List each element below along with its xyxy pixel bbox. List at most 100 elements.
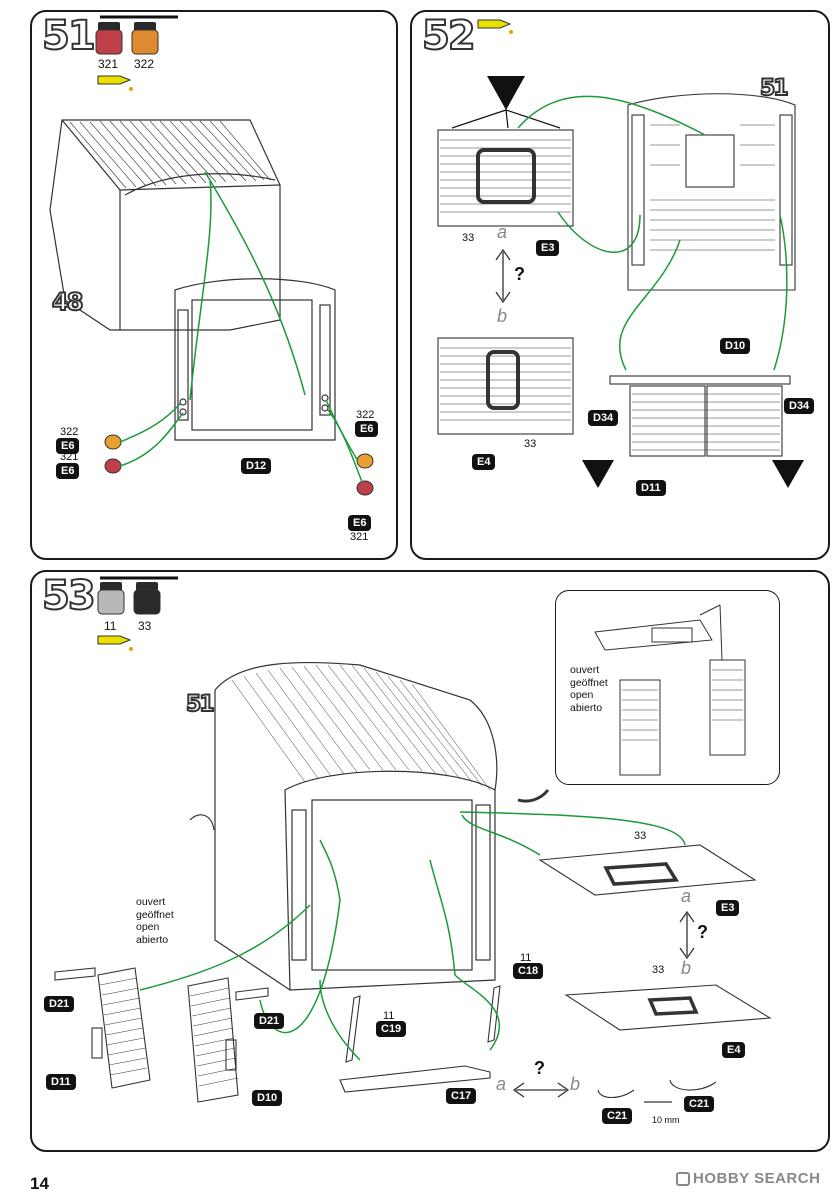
paint-label-321: 321 [98,57,119,71]
option-a-label: a [497,222,508,242]
rear-frame-51-drawing [627,93,796,291]
brand-logo-icon [676,1172,690,1186]
part-tag-c17: C17 [446,1088,477,1104]
part-tag-c21: C21 [684,1096,715,1112]
option-a-label: a [681,886,692,906]
part-tag-e4: E4 [472,454,496,470]
step-52-number: 52 [421,13,477,59]
note-line: abierto [136,933,169,946]
truck-rear-drawing [189,661,498,991]
d12-frame-drawing [174,278,336,441]
e4-roof-panel-drawing [564,984,772,1031]
ref-step-51: 51 [759,76,790,101]
part-tag-c19: C19 [376,1021,407,1037]
ref-step-48: 48 [51,288,84,316]
note-line: abierto [570,701,603,714]
part-tag-e6: E6 [56,438,80,454]
d10-d11-doors-drawing [609,375,791,457]
part-tag-d21: D21 [254,1013,285,1029]
paint-label-322-right: 322 [356,409,375,421]
paint-label-322-left: 322 [60,426,79,438]
part-tag-e6: E6 [348,515,372,531]
paint-label-c18: 11 [520,952,532,964]
part-tag-d12: D12 [241,458,272,474]
part-33-label: 33 [634,830,647,842]
e3-roof-panel-drawing [538,844,757,896]
paint-label-322: 322 [134,57,155,71]
c-parts-drawing [339,985,717,1099]
part-33-label: 33 [462,232,475,244]
note-line: geöffnet [136,908,174,921]
note-line: geöffnet [570,676,608,689]
part-tag-e3: E3 [716,900,740,916]
step-53-number: 53 [41,573,97,619]
note-line: ouvert [570,664,600,676]
paint-label-11: 11 [104,619,117,633]
part-tag-e6: E6 [56,463,80,479]
glue-tube-icon [97,75,133,91]
step-51-number: 51 [41,13,97,59]
part-tag-d11: D11 [636,480,666,496]
part-tag-d34: D34 [588,410,619,426]
d11-door-drawing [54,967,151,1089]
note-line: open [136,921,160,933]
ref-step-51: 51 [185,692,216,717]
part-tag-e4: E4 [722,1042,746,1058]
paint-label-321-right: 321 [350,531,369,543]
part-tag-d21: D21 [44,996,75,1012]
part-tag-c21: C21 [602,1108,633,1124]
option-b-label: b [497,306,508,326]
assembly-arrows-51 [119,171,363,483]
part-tag-d34: D34 [784,398,815,414]
part-33-label: 33 [652,964,665,976]
option-b-label: b [570,1074,581,1094]
note-line: open [570,689,594,701]
e3-panel-drawing [437,129,574,227]
paint-jar-321-icon [95,22,123,55]
option-double-arrow [495,248,511,304]
paint-jar-322-icon [131,22,159,55]
option-a-label: a [496,1074,507,1094]
note-line: ouvert [136,896,166,908]
brand-watermark: HOBBY SEARCH [676,1170,820,1187]
d10-door-drawing [187,977,269,1103]
part-tag-e6: E6 [355,421,379,437]
lamp-orange-right-icon [356,453,374,469]
lamp-red-right-icon [356,480,374,496]
assembly-arrows-53 [139,811,686,1061]
e4-panel-drawing [437,337,574,435]
paint-label-c19: 11 [383,1010,395,1022]
view-direction-icons [487,76,804,488]
gap-measure-label: 10 mm [652,1115,680,1125]
paint-label-33: 33 [138,619,152,633]
inset-box [555,590,780,785]
question-mark: ? [514,264,525,284]
part-tag-e3: E3 [536,240,560,256]
option-double-arrow [679,910,695,960]
truck-cab-drawing [49,119,281,331]
assembly-arrows-52 [517,95,788,371]
option-arrow-c21 [512,1082,672,1103]
question-mark: ? [534,1058,545,1078]
paint-label-321-left: 321 [60,451,79,463]
part-tag-d11: D11 [46,1074,76,1090]
question-mark: ? [697,922,708,942]
inset-open-doors-drawing [594,604,746,776]
brand-text: HOBBY SEARCH [693,1170,821,1187]
part-tag-d10: D10 [252,1090,283,1106]
step-51-panel [30,10,398,560]
inset-open-note: ouvert geöffnet open abierto [570,664,608,714]
side-open-note: ouvert geöffnet open abierto [136,896,174,946]
glue-tube-icon [477,19,513,34]
paint-jar-33-icon [133,582,161,615]
glue-tube-icon [97,635,133,651]
part-tag-d10: D10 [720,338,751,354]
inset-pointer-arrow-icon [517,789,550,803]
paint-jar-11-icon [97,582,125,615]
page-number: 14 [30,1174,49,1193]
part-tag-c18: C18 [513,963,544,979]
option-b-label: b [681,958,692,978]
part-33-label: 33 [524,438,537,450]
